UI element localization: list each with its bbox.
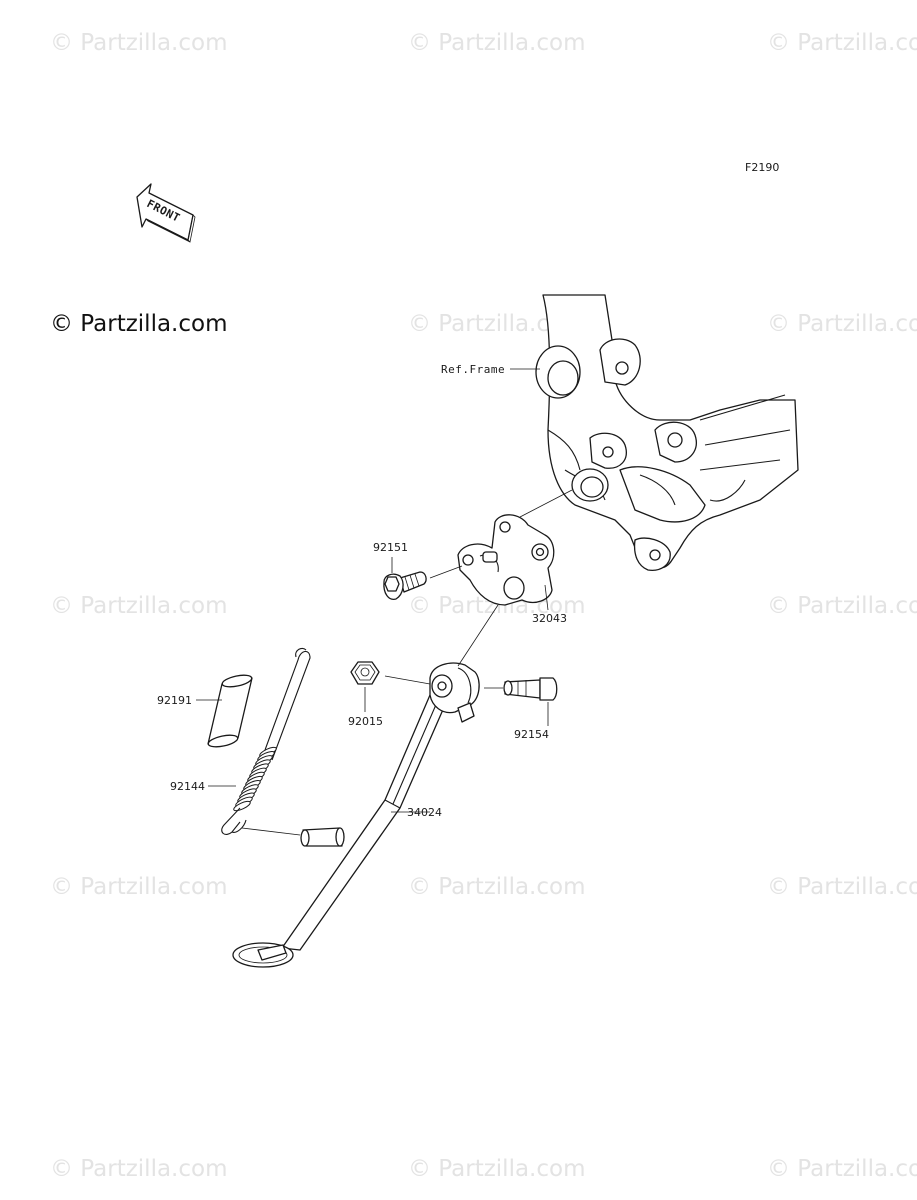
watermark-grid: © Partzilla.com © Partzilla.com © Partzi… xyxy=(50,30,917,1182)
label-92015: 92015 xyxy=(348,715,383,728)
ref-frame-label: Ref.Frame xyxy=(441,363,505,376)
part-spring-92144 xyxy=(221,647,311,835)
part-pin xyxy=(300,827,345,847)
part-collar-92191 xyxy=(207,674,253,748)
part-bolt-92154 xyxy=(503,677,558,701)
part-sidestand-34024 xyxy=(232,662,480,968)
watermark: © Partzilla.com xyxy=(767,593,917,619)
spring-coils xyxy=(233,746,277,812)
watermark: © Partzilla.com xyxy=(408,1156,586,1182)
part-nut-92015 xyxy=(350,661,380,685)
watermark: © Partzilla.com xyxy=(767,1156,917,1182)
label-92154: 92154 xyxy=(514,728,549,741)
spring-coil xyxy=(233,800,251,812)
frame-reference xyxy=(535,294,799,571)
part-bolt-92151 xyxy=(383,571,427,600)
label-32043: 32043 xyxy=(532,612,567,625)
diagram-id: F2190 xyxy=(745,161,779,174)
watermark-main: © Partzilla.com xyxy=(50,311,228,337)
front-arrow-icon: FRONT xyxy=(136,183,196,243)
watermark: © Partzilla.com xyxy=(767,311,917,337)
watermark: © Partzilla.com xyxy=(408,30,586,56)
watermark: © Partzilla.com xyxy=(408,874,586,900)
watermark: © Partzilla.com xyxy=(50,593,228,619)
label-92144: 92144 xyxy=(170,780,205,793)
label-34024: 34024 xyxy=(407,806,442,819)
label-92151: 92151 xyxy=(373,541,408,554)
watermark: © Partzilla.com xyxy=(50,874,228,900)
watermark: © Partzilla.com xyxy=(50,1156,228,1182)
watermark: © Partzilla.com xyxy=(50,30,228,56)
watermark: © Partzilla.com xyxy=(767,30,917,56)
watermark: © Partzilla.com xyxy=(767,874,917,900)
part-bracket-32043 xyxy=(457,514,555,606)
label-92191: 92191 xyxy=(157,694,192,707)
